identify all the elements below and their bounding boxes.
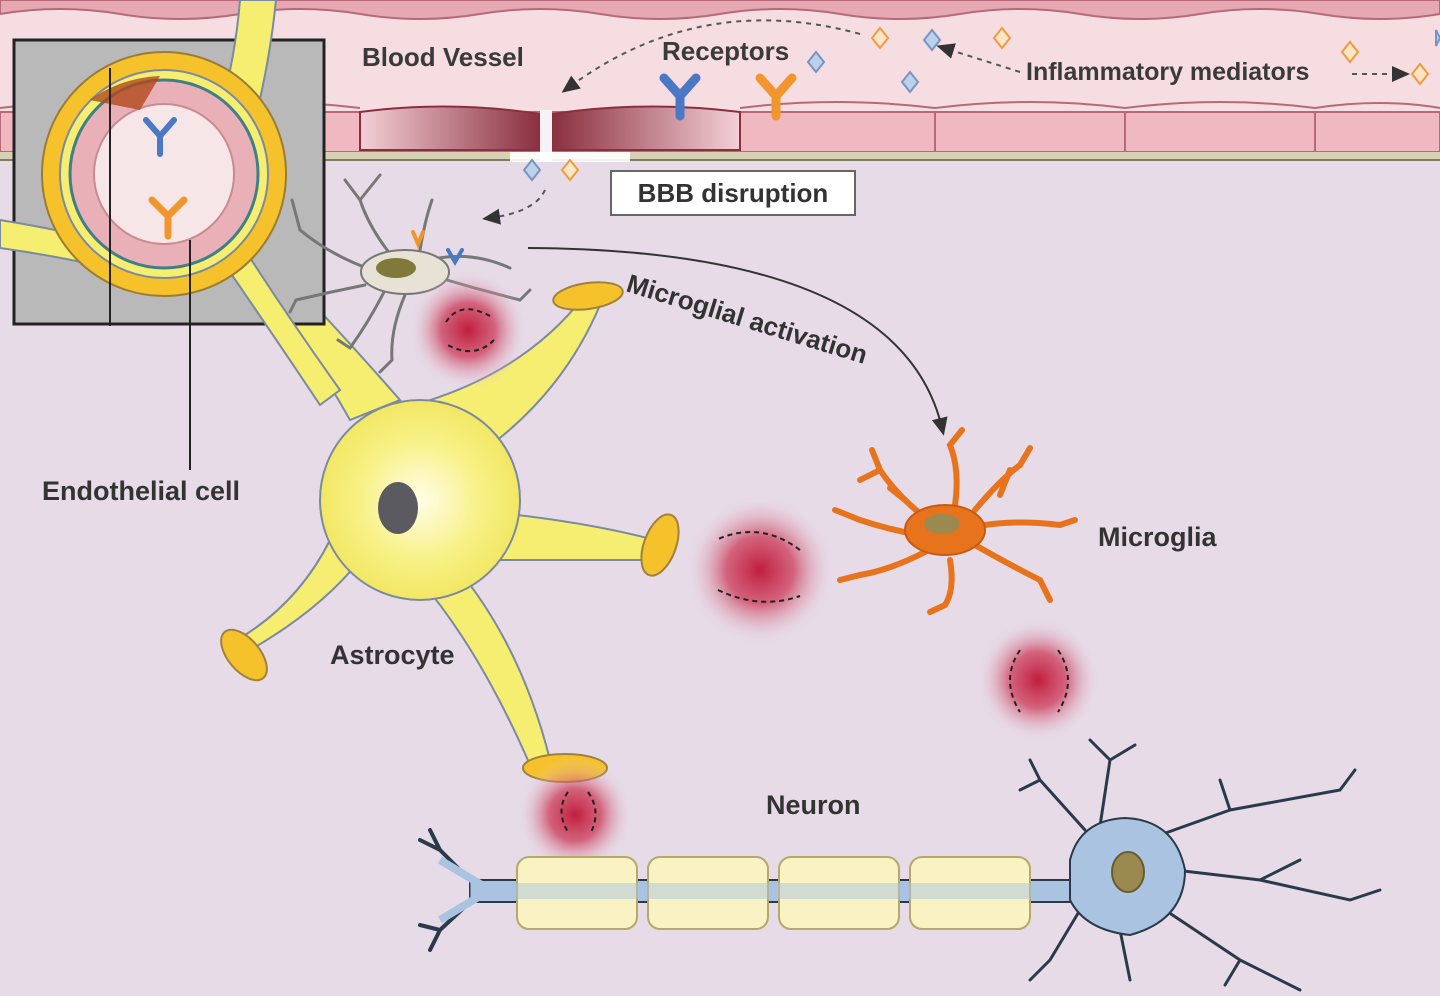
inset-receptor-orange-icon: [148, 196, 188, 240]
activation-arrow: [527, 247, 948, 436]
label-receptors: Receptors: [662, 36, 790, 66]
receptor-orange-icon: [755, 73, 797, 121]
receptor-blue-icon: [659, 73, 701, 121]
neuron-nucleus: [1111, 851, 1145, 893]
microglia-activated: [832, 427, 1078, 615]
label-blood-vessel: Blood Vessel: [362, 42, 524, 72]
label-microglia: Microglia: [1098, 522, 1217, 552]
label-bbb-disruption: BBB disruption: [610, 170, 856, 216]
label-astrocyte: Astrocyte: [330, 640, 455, 670]
inflammation-cycle-arrows: [445, 308, 1069, 835]
inflammation-foci: [408, 270, 1100, 873]
endothelial-inset: [0, 0, 342, 470]
neuron: [418, 738, 1382, 992]
inset-receptor-blue-icon: [143, 117, 177, 157]
mediator-arrows: [482, 19, 1410, 225]
label-neuron: Neuron: [766, 790, 861, 820]
astrocyte-nucleus: [378, 482, 418, 534]
label-endothelial-cell: Endothelial cell: [42, 476, 241, 506]
inflammatory-mediators: [522, 26, 1440, 182]
label-inflammatory-mediators: Inflammatory mediators: [1026, 58, 1310, 86]
